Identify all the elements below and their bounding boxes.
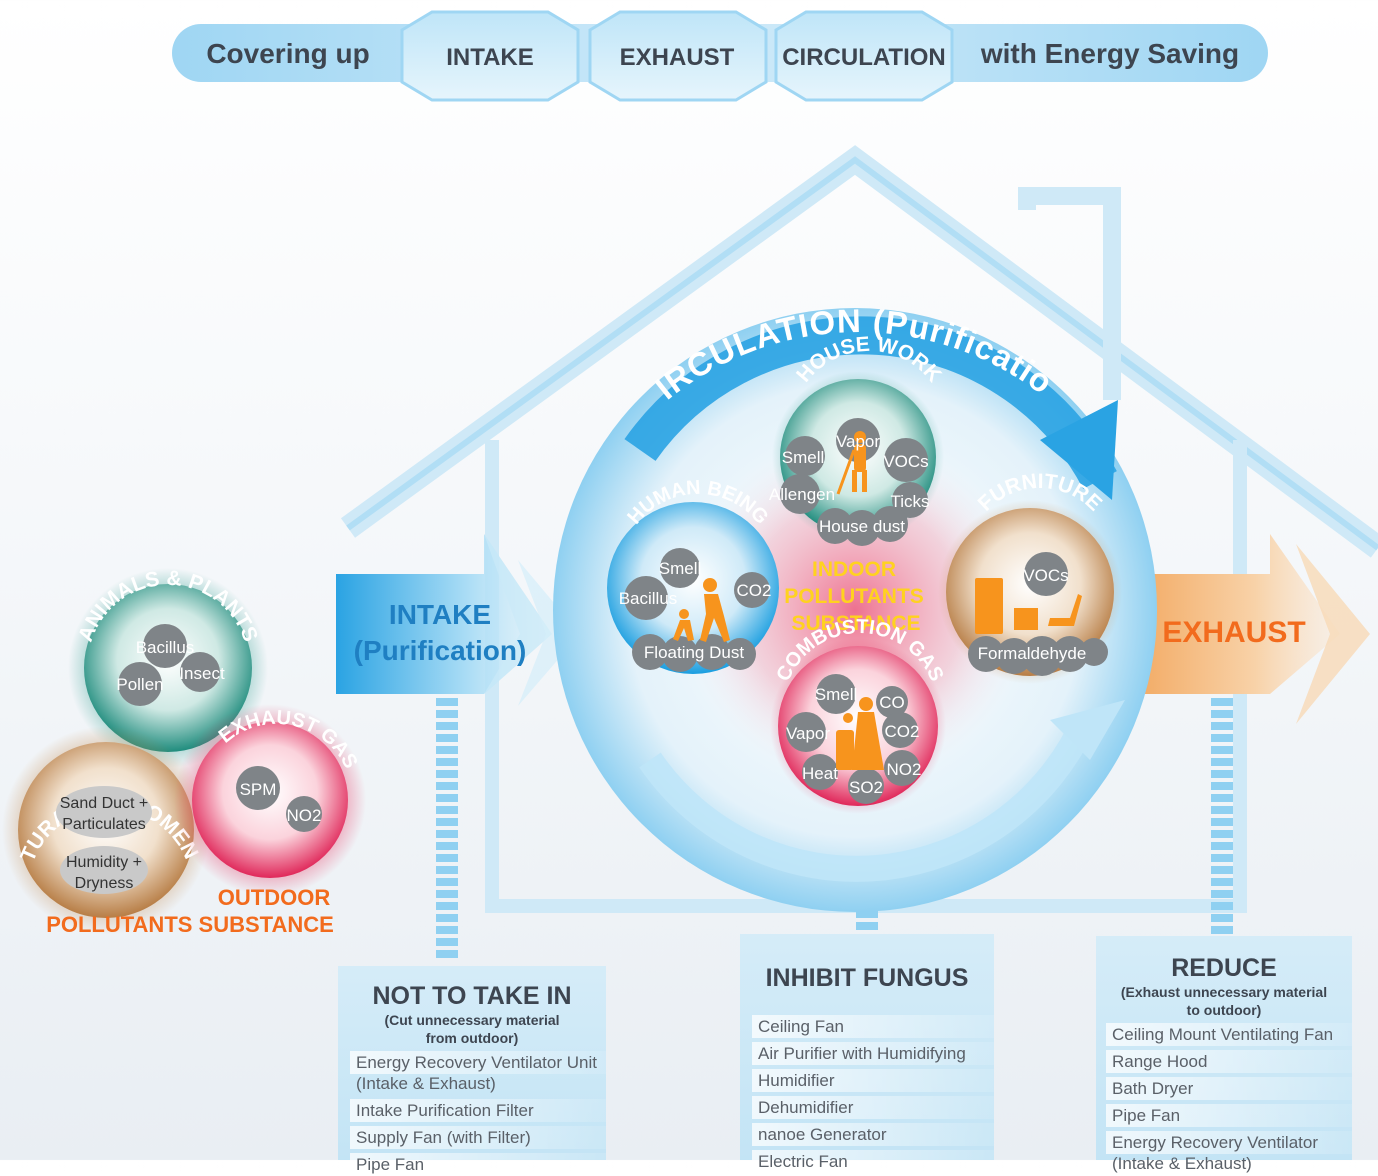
outdoor-line-2: POLLUTANTS SUBSTANCE — [46, 912, 334, 937]
panel-reduce-list: Ceiling Mount Ventilating Fan Range Hood… — [1096, 1023, 1352, 1175]
house-work-item-house-dust: House dust — [819, 517, 905, 536]
panel-reduce-sub-2: to outdoor) — [1186, 1002, 1262, 1018]
panel-inhibit-fungus-title: INHIBIT FUNGUS — [765, 964, 969, 992]
house-work-clouds — [780, 418, 928, 546]
intake-label-1: INTAKE — [389, 599, 491, 630]
panel-not-take-in-title: NOT TO TAKE IN — [372, 982, 572, 1010]
intake-label-2: (Purification) — [354, 635, 527, 666]
animals-clouds — [118, 624, 220, 706]
exhaust-gas-item-no2: NO2 — [287, 806, 322, 825]
natural-clouds — [56, 786, 152, 894]
combustion-item-vapor: Vapor — [786, 724, 830, 743]
indoor-line-3: SUBSTANCE — [791, 612, 920, 635]
panel-not-take-in-sub-1: (Cut unnecessary material — [384, 1012, 560, 1028]
indoor-line-2: POLLUTANTS — [784, 585, 924, 608]
panel-not-take-in-sub-2: from outdoor) — [425, 1030, 519, 1046]
combustion-item-so2: SO2 — [849, 778, 883, 797]
animals-item-pollen: Pollen — [116, 675, 163, 694]
list-item: Range Hood — [1106, 1050, 1352, 1073]
outdoor-line-1: OUTDOOR — [218, 885, 331, 910]
furniture-item-vocs: VOCs — [1023, 566, 1068, 585]
panel-not-take-in: NOT TO TAKE IN (Cut unnecessary material… — [338, 966, 606, 1176]
human-item-bacillus: Bacillus — [619, 589, 678, 608]
list-item: Ceiling Fan — [752, 1015, 994, 1038]
list-item: Humidifier — [752, 1069, 994, 1092]
bubble-exhaust-gas: EXHAUST GAS SPM NO2 — [174, 704, 366, 896]
panel-inhibit-fungus: INHIBIT FUNGUS Ceiling Fan Air Purifier … — [740, 934, 994, 1173]
list-item: Electric Fan — [752, 1150, 994, 1173]
exhaust-gas-clouds — [236, 766, 322, 832]
header-intake: INTAKE — [446, 44, 534, 71]
house-work-item-allengen: Allengen — [769, 485, 835, 504]
list-item: Supply Fan (with Filter) — [350, 1126, 606, 1149]
header-prefix: Covering up — [206, 38, 369, 69]
house-work-item-vocs: VOCs — [883, 452, 928, 471]
panel-reduce: REDUCE (Exhaust unnecessary material to … — [1096, 936, 1352, 1173]
panel-reduce-sub-1: (Exhaust unnecessary material — [1120, 984, 1328, 1000]
natural-item-humidity-2: Dryness — [75, 875, 134, 892]
list-item: Bath Dryer — [1106, 1077, 1352, 1100]
header-banner: Covering up INTAKE EXHAUST CIRCULATION w… — [172, 10, 1268, 102]
combustion-clouds — [786, 674, 920, 804]
header-circulation: CIRCULATION — [782, 44, 946, 71]
exhaust-label: EXHAUST — [1162, 616, 1305, 649]
header-circulation-hex: CIRCULATION — [774, 10, 954, 102]
human-item-smell: Smell — [659, 559, 702, 578]
people-icon — [673, 578, 730, 642]
list-item: Dehumidifier — [752, 1096, 994, 1119]
list-item: (Intake & Exhaust) — [356, 1074, 496, 1093]
list-item: Ceiling Mount Ventilating Fan — [1106, 1023, 1352, 1046]
header-intake-hex: INTAKE — [400, 10, 580, 102]
natural-item-sand-2: Particulates — [62, 816, 146, 833]
list-item: nanoe Generator — [752, 1123, 994, 1146]
exhaust-arrow: EXHAUST — [1128, 534, 1370, 724]
list-item: Energy Recovery Ventilator Unit — [350, 1051, 606, 1074]
animals-item-bacillus: Bacillus — [136, 638, 195, 657]
header-exhaust-hex: EXHAUST — [588, 10, 768, 102]
bubble-combustion-gas: COMBUSTION GAS Smell CO Vapor CO2 Heat N… — [770, 616, 948, 814]
human-being-clouds — [624, 548, 770, 672]
combustion-item-co2: CO2 — [885, 722, 920, 741]
outdoor-pollutants-label: OUTDOOR POLLUTANTS SUBSTANCE — [46, 885, 334, 937]
panel-inhibit-fungus-list: Ceiling Fan Air Purifier with Humidifyin… — [740, 1015, 994, 1173]
panel-not-take-in-list: Energy Recovery Ventilator Unit (Intake … — [338, 1051, 606, 1176]
natural-item-sand-1: Sand Duct + — [60, 795, 149, 812]
human-item-floating-dust: Floating Dust — [644, 643, 744, 662]
panel-reduce-title: REDUCE — [1171, 954, 1277, 982]
animals-item-insect: Insect — [179, 664, 225, 683]
combustion-item-co: CO — [879, 693, 905, 712]
list-item: Energy Recovery Ventilator — [1106, 1131, 1352, 1154]
intake-arrow: INTAKE (Purification) — [336, 534, 580, 706]
house-work-item-smell: Smell — [782, 448, 825, 467]
combustion-item-heat: Heat — [802, 764, 838, 783]
bubble-animals-plants: ANIMALS & PLANTS Bacillus Insect Pollen — [68, 567, 268, 768]
list-item: Air Purifier with Humidifying — [752, 1042, 994, 1065]
header-exhaust: EXHAUST — [620, 44, 735, 71]
furniture-icon — [975, 578, 1082, 634]
cooking-person-icon — [836, 697, 884, 770]
indoor-line-1: INDOOR — [812, 558, 896, 581]
indoor-pollutants-label: INDOOR POLLUTANTS SUBSTANCE — [784, 558, 924, 635]
house-work-item-vapor: Vapor — [836, 432, 880, 451]
exhaust-gas-item-spm: SPM — [240, 780, 277, 799]
header-suffix: with Energy Saving — [980, 38, 1239, 69]
human-item-co2: CO2 — [737, 581, 772, 600]
house-work-item-ticks: Ticks — [890, 492, 929, 511]
bubble-human-being: HUMAN BEING Smell Bacillus CO2 Floating … — [607, 477, 779, 674]
bubble-furniture: FURNITURE VOCs Formaldehyde — [938, 470, 1122, 684]
natural-item-humidity-1: Humidity + — [66, 854, 142, 871]
combustion-item-smell: Smell — [815, 685, 858, 704]
furniture-clouds — [968, 552, 1108, 676]
list-item: Pipe Fan — [350, 1153, 606, 1176]
combustion-item-no2: NO2 — [887, 760, 922, 779]
cleaning-person-icon — [836, 431, 867, 495]
list-item: Pipe Fan — [1106, 1104, 1352, 1127]
list-item: (Intake & Exhaust) — [1112, 1154, 1252, 1173]
list-item: Intake Purification Filter — [350, 1099, 606, 1122]
furniture-item-formaldehyde: Formaldehyde — [978, 644, 1087, 663]
